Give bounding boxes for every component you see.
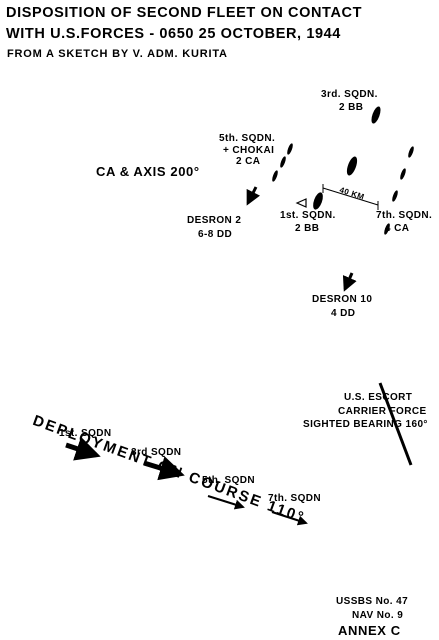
- ship-3rd-sqdn-1: [371, 106, 381, 124]
- footer-line-2: NAV No. 9: [352, 610, 404, 621]
- footer-line-3: ANNEX C: [338, 623, 401, 638]
- ship-3rd-sqdn-2: [346, 156, 358, 176]
- ship-5th-sqdn-1: [287, 143, 293, 155]
- sqdn-7th-name: 7th. SQDN.: [376, 210, 433, 221]
- desron10-arrow: [342, 272, 357, 292]
- sqdn-3rd-name: 3rd. SQDN.: [321, 89, 378, 100]
- deploy-arrow-5th: [207, 495, 245, 510]
- sqdn-5th-extra: + CHOKAI: [223, 145, 275, 156]
- desron10-name: DESRON 10: [312, 294, 373, 305]
- us-force-line-2: CARRIER FORCE: [338, 406, 427, 417]
- us-bearing-line: [378, 382, 413, 466]
- flagship-triangle-icon: [295, 198, 307, 208]
- sqdn-1st-name: 1st. SQDN.: [280, 210, 336, 221]
- ship-1st-sqdn: [313, 192, 323, 210]
- sqdn-5th-type: 2 CA: [236, 156, 261, 167]
- us-force-line-1: U.S. ESCORT: [344, 392, 413, 403]
- desron2-type: 6-8 DD: [198, 229, 233, 240]
- ship-5th-sqdn-3: [272, 170, 278, 182]
- sqdn-1st-type: 2 BB: [295, 223, 320, 234]
- footer-line-1: USSBS No. 47: [336, 596, 409, 607]
- ca-axis-label: CA & AXIS 200°: [96, 164, 200, 179]
- sqdn-3rd-type: 2 BB: [339, 102, 364, 113]
- deploy-arrow-1st: [65, 436, 101, 461]
- deploy-label-1st: 1st. SQDN: [59, 428, 112, 439]
- deploy-label-3rd: 3rd SQDN: [131, 447, 182, 458]
- desron2-name: DESRON 2: [187, 215, 242, 226]
- desron10-type: 4 DD: [331, 308, 356, 319]
- ship-7th-sqdn-1: [408, 146, 414, 158]
- us-force-line-3: SIGHTED BEARING 160°: [303, 419, 428, 430]
- title-line-2: WITH U.S.FORCES - 0650 25 OCTOBER, 1944: [6, 26, 341, 42]
- title-line-1: DISPOSITION OF SECOND FLEET ON CONTACT: [6, 5, 363, 21]
- source-note: FROM A SKETCH BY V. ADM. KURITA: [7, 48, 228, 60]
- ca-axis-arrow: [246, 186, 261, 206]
- deploy-label-5th: 5th. SQDN: [202, 475, 256, 486]
- deploy-label-7th: 7th. SQDN: [268, 493, 322, 504]
- ship-5th-sqdn-2: [280, 156, 286, 168]
- ship-7th-sqdn-4: [384, 223, 390, 235]
- sqdn-5th-name: 5th. SQDN.: [219, 133, 276, 144]
- ship-7th-sqdn-3: [392, 190, 398, 202]
- deploy-arrow-7th: [271, 511, 308, 526]
- ship-7th-sqdn-2: [400, 168, 406, 180]
- deploy-arrow-3rd: [143, 456, 185, 481]
- distance-line: [322, 187, 379, 206]
- sqdn-7th-type: 4 CA: [385, 223, 410, 234]
